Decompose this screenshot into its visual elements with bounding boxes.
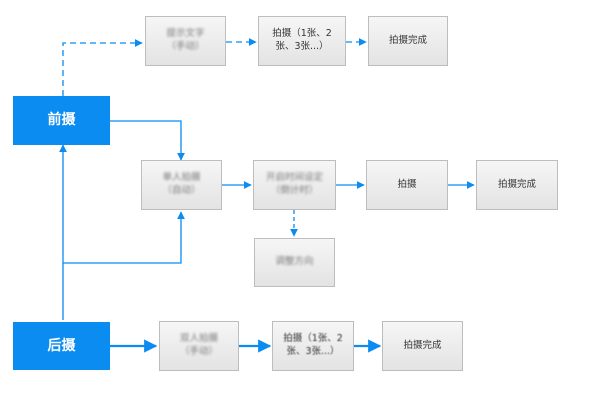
- rear-burst-node: 拍摄（1张、2 张、3张...）: [272, 321, 354, 371]
- front-burst-label: 拍摄（1张、2 张、3张...）: [272, 28, 332, 52]
- auto-shoot-node: 单人拍摄 （自动）: [141, 160, 222, 210]
- front-manual-label: 提示文字 （手动）: [166, 28, 205, 52]
- auto-shoot-label: 单人拍摄 （自动）: [162, 172, 201, 196]
- front-to-manual-connector: [62, 39, 143, 96]
- front-to-auto-connector: [110, 120, 185, 161]
- adjust-direction-label: 调整方向: [275, 256, 314, 268]
- front-burst-node: 拍摄（1张、2 张、3张...）: [258, 16, 346, 66]
- shoot-node: 拍摄: [366, 160, 448, 210]
- front-done-node: 拍摄完成: [368, 16, 448, 66]
- timer-label: 开启时间设定 （倒计时）: [265, 172, 323, 196]
- rear-done-node: 拍摄完成: [382, 321, 463, 371]
- adjust-direction-node: 调整方向: [254, 238, 335, 287]
- rear-camera-node: 后摄: [13, 322, 110, 370]
- rear-done-label: 拍摄完成: [403, 339, 442, 351]
- rear-camera-label: 后摄: [47, 337, 76, 354]
- front-done-label: 拍摄完成: [388, 34, 427, 46]
- shoot-label: 拍摄: [397, 178, 417, 190]
- rear-to-auto-connector: [63, 211, 185, 264]
- mid-done-node: 拍摄完成: [476, 160, 558, 210]
- mid-done-label: 拍摄完成: [497, 178, 536, 190]
- rear-manual-node: 双人拍摄 （手动）: [159, 321, 239, 371]
- front-camera-node: 前摄: [13, 96, 110, 145]
- front-manual-node: 提示文字 （手动）: [145, 16, 226, 66]
- front-camera-label: 前摄: [47, 112, 76, 129]
- rear-burst-label: 拍摄（1张、2 张、3张...）: [283, 333, 343, 357]
- rear-manual-label: 双人拍摄 （手动）: [179, 333, 218, 357]
- timer-node: 开启时间设定 （倒计时）: [253, 160, 336, 210]
